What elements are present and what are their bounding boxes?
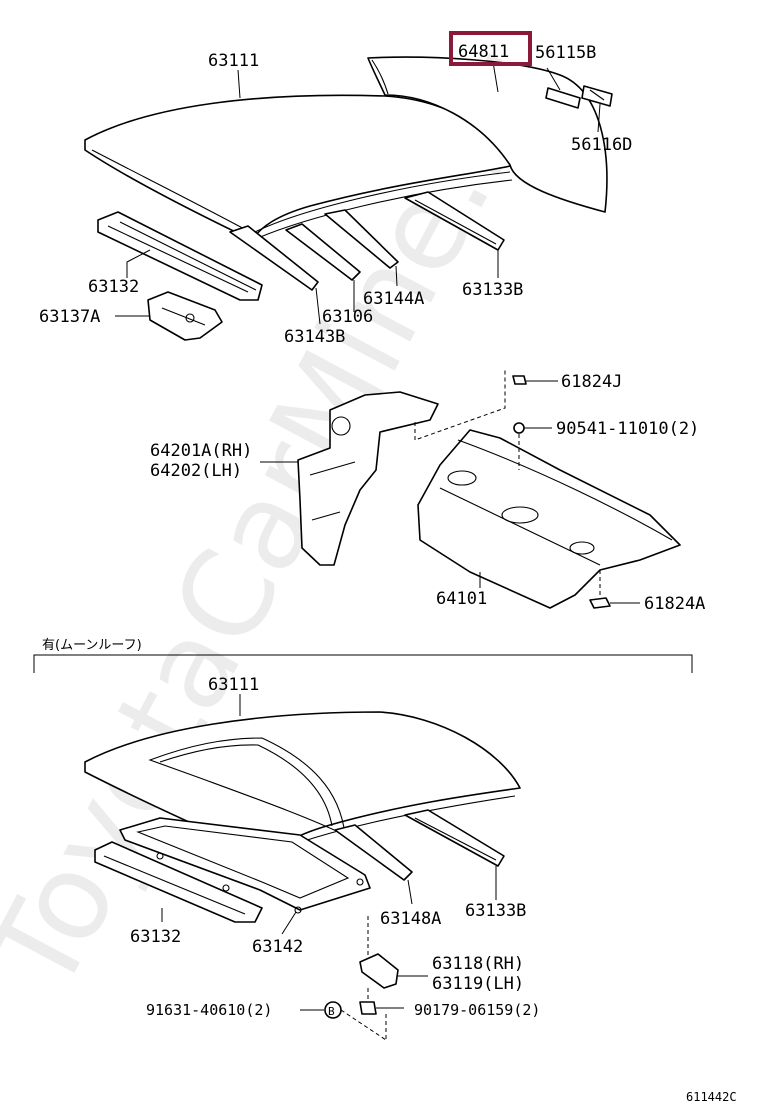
label-63119: 63119(LH): [432, 974, 524, 994]
label-63133B-moonroof: 63133B: [465, 901, 526, 921]
label-63148A: 63148A: [380, 909, 441, 929]
label-64202: 64202(LH): [150, 461, 242, 481]
sunroof-bracket-63118-63119[interactable]: [359, 953, 399, 989]
label-63111-top: 63111: [208, 51, 259, 71]
label-63133B-top: 63133B: [462, 280, 523, 300]
label-64201A: 64201A(RH): [150, 441, 252, 461]
front-header-panel-top[interactable]: [97, 211, 263, 301]
label-56116D: 56116D: [571, 135, 632, 155]
package-tray-panel[interactable]: [417, 429, 681, 609]
nut-90179-06159[interactable]: [359, 1001, 377, 1015]
package-tray-side-panel[interactable]: [297, 391, 439, 566]
roof-bow-63148A[interactable]: [334, 824, 413, 881]
roof-panel-top[interactable]: [84, 94, 516, 241]
label-63111-moonroof: 63111: [208, 675, 259, 695]
emblem-56116D[interactable]: [581, 85, 613, 107]
label-91631-40610: 91631-40610(2): [146, 1001, 272, 1019]
label-90179-06159: 90179-06159(2): [414, 1001, 540, 1019]
label-90541-11010: 90541-11010(2): [556, 419, 699, 439]
label-63142: 63142: [252, 937, 303, 957]
label-64811: 64811: [458, 42, 509, 62]
emblem-56115B[interactable]: [545, 87, 581, 109]
highlight-box-64811: [449, 31, 532, 66]
reference-marker-b: B: [324, 1001, 342, 1019]
marker-b-letter: B: [328, 1005, 335, 1018]
nut-90541-11010[interactable]: [513, 422, 525, 434]
sunroof-reinforcement-frame[interactable]: [119, 817, 371, 914]
moonroof-section-note: 有(ムーンルーフ): [42, 638, 142, 653]
figure-id: 611442C: [686, 1090, 737, 1104]
clip-61824A[interactable]: [589, 597, 611, 609]
roof-bow-63133B-moonroof[interactable]: [404, 809, 505, 867]
moonroof-section-bracket: [33, 654, 693, 673]
roof-bow-63144A[interactable]: [324, 209, 399, 269]
bracket-63137A[interactable]: [147, 291, 223, 341]
roof-bow-63106[interactable]: [285, 223, 361, 281]
label-63132-top: 63132: [88, 277, 139, 297]
label-63118: 63118(RH): [432, 954, 524, 974]
front-header-panel-moonroof[interactable]: [94, 841, 263, 923]
label-64101: 64101: [436, 589, 487, 609]
label-56115B: 56115B: [535, 43, 596, 63]
roof-bow-63143B[interactable]: [229, 225, 319, 291]
clip-61824J[interactable]: [512, 375, 527, 385]
label-63143B: 63143B: [284, 327, 345, 347]
roof-bow-63133B-top[interactable]: [404, 191, 505, 251]
label-63144A: 63144A: [363, 289, 424, 309]
label-61824J: 61824J: [561, 372, 622, 392]
label-63132-moonroof: 63132: [130, 927, 181, 947]
label-63137A: 63137A: [39, 307, 100, 327]
label-61824A: 61824A: [644, 594, 705, 614]
label-63106: 63106: [322, 307, 373, 327]
